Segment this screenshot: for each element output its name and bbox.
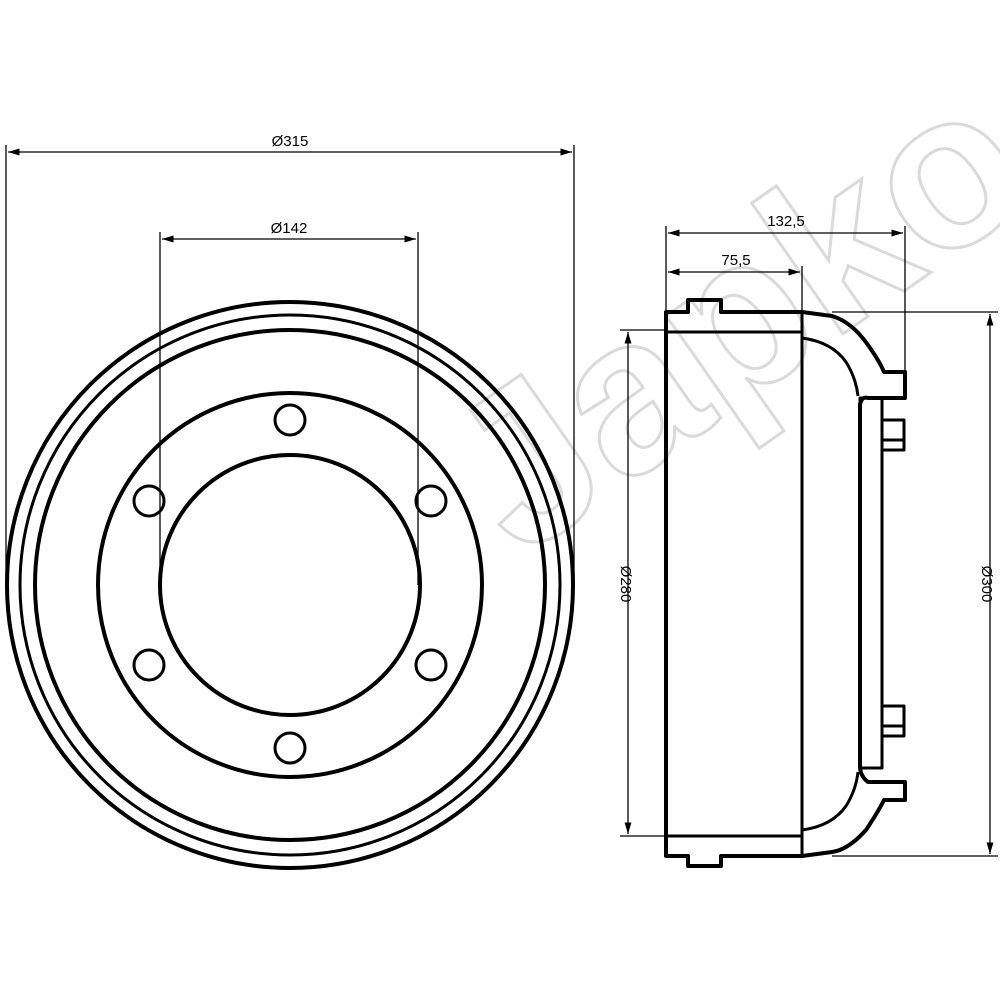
- bolt-hole: [414, 648, 448, 682]
- drum-outer-rim: [5, 300, 575, 870]
- dim-total-width: [665, 226, 906, 372]
- hub-flange-circle: [96, 391, 484, 779]
- bolt-hole: [132, 648, 166, 682]
- dim-drum-depth: [668, 266, 803, 312]
- dim-inner-diameter: [620, 329, 666, 837]
- center-bore-circle: [158, 453, 422, 717]
- bolt-hole: [132, 484, 166, 518]
- dim-label-drum-depth: 75,5: [721, 252, 750, 269]
- hub-step-top: [880, 418, 906, 452]
- inner-hub-curve-bottom: [801, 771, 860, 832]
- dim-label-outer-diameter-side: Ø300: [978, 566, 995, 603]
- watermark-text: Japko: [406, 32, 1000, 598]
- inner-hub-curve-top: [801, 336, 860, 397]
- dim-label-outer-diameter: Ø315: [272, 133, 309, 150]
- bolt-hole: [273, 731, 307, 765]
- dim-bolt-circle: [159, 232, 419, 585]
- hub-step-bottom: [880, 704, 906, 738]
- dim-label-total-width: 132,5: [767, 213, 805, 230]
- bolt-hole: [414, 484, 448, 518]
- hub-flange: [858, 396, 884, 770]
- drum-rim-ring-3: [33, 328, 547, 842]
- dim-label-inner-diameter: Ø280: [617, 566, 634, 603]
- side-view: [664, 298, 907, 868]
- bolt-hole: [273, 403, 307, 437]
- drum-rim-ring-2: [18, 313, 562, 857]
- dim-outer-diameter-side: [832, 311, 998, 857]
- watermark: Japko: [404, 31, 1000, 600]
- dim-outer-diameter-front: [5, 145, 575, 590]
- dim-label-bolt-circle: Ø142: [271, 220, 308, 237]
